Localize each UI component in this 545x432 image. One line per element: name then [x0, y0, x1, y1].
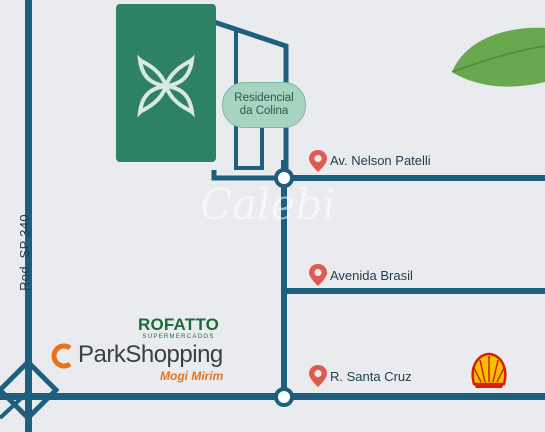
junction-bottom — [274, 387, 294, 407]
flower-logo — [137, 54, 195, 118]
street-label-avenida-brasil: Avenida Brasil — [330, 268, 413, 283]
rofatto-sub: SUPERMERCADOS — [142, 334, 215, 340]
road-nelson-patelli — [287, 175, 545, 181]
badge-line-2: da Colina — [239, 105, 289, 117]
street-label-nelson-patelli: Av. Nelson Patelli — [330, 153, 431, 168]
interchange — [0, 358, 60, 422]
shell-logo — [471, 352, 507, 388]
location-pin-icon — [309, 365, 327, 387]
badge-line-1: Residencial — [234, 91, 294, 104]
location-pin-icon — [309, 150, 327, 172]
street-label-santa-cruz: R. Santa Cruz — [330, 369, 412, 384]
junction-top — [274, 168, 294, 188]
main-road-vertical — [281, 160, 287, 400]
road-santa-cruz — [0, 393, 545, 400]
highway-label: Rod. SP 340 — [16, 214, 32, 291]
parkshopping-icon — [51, 343, 72, 369]
rofatto-name: ROFATTO — [138, 315, 220, 334]
leaf-decoration — [451, 27, 545, 87]
development-badge: Residencial da Colina — [222, 82, 306, 128]
watermark: Calebi — [200, 180, 336, 229]
road-avenida-brasil — [287, 288, 545, 294]
parkshopping-logo: ParkShopping Mogi Mirim — [48, 341, 223, 383]
rofatto-logo: ROFATTO SUPERMERCADOS — [138, 316, 219, 340]
parkshopping-sub: Mogi Mirim — [160, 369, 224, 383]
highway-sp340 — [25, 0, 32, 432]
location-pin-icon — [309, 264, 327, 286]
parkshopping-name: ParkShopping — [78, 341, 223, 368]
